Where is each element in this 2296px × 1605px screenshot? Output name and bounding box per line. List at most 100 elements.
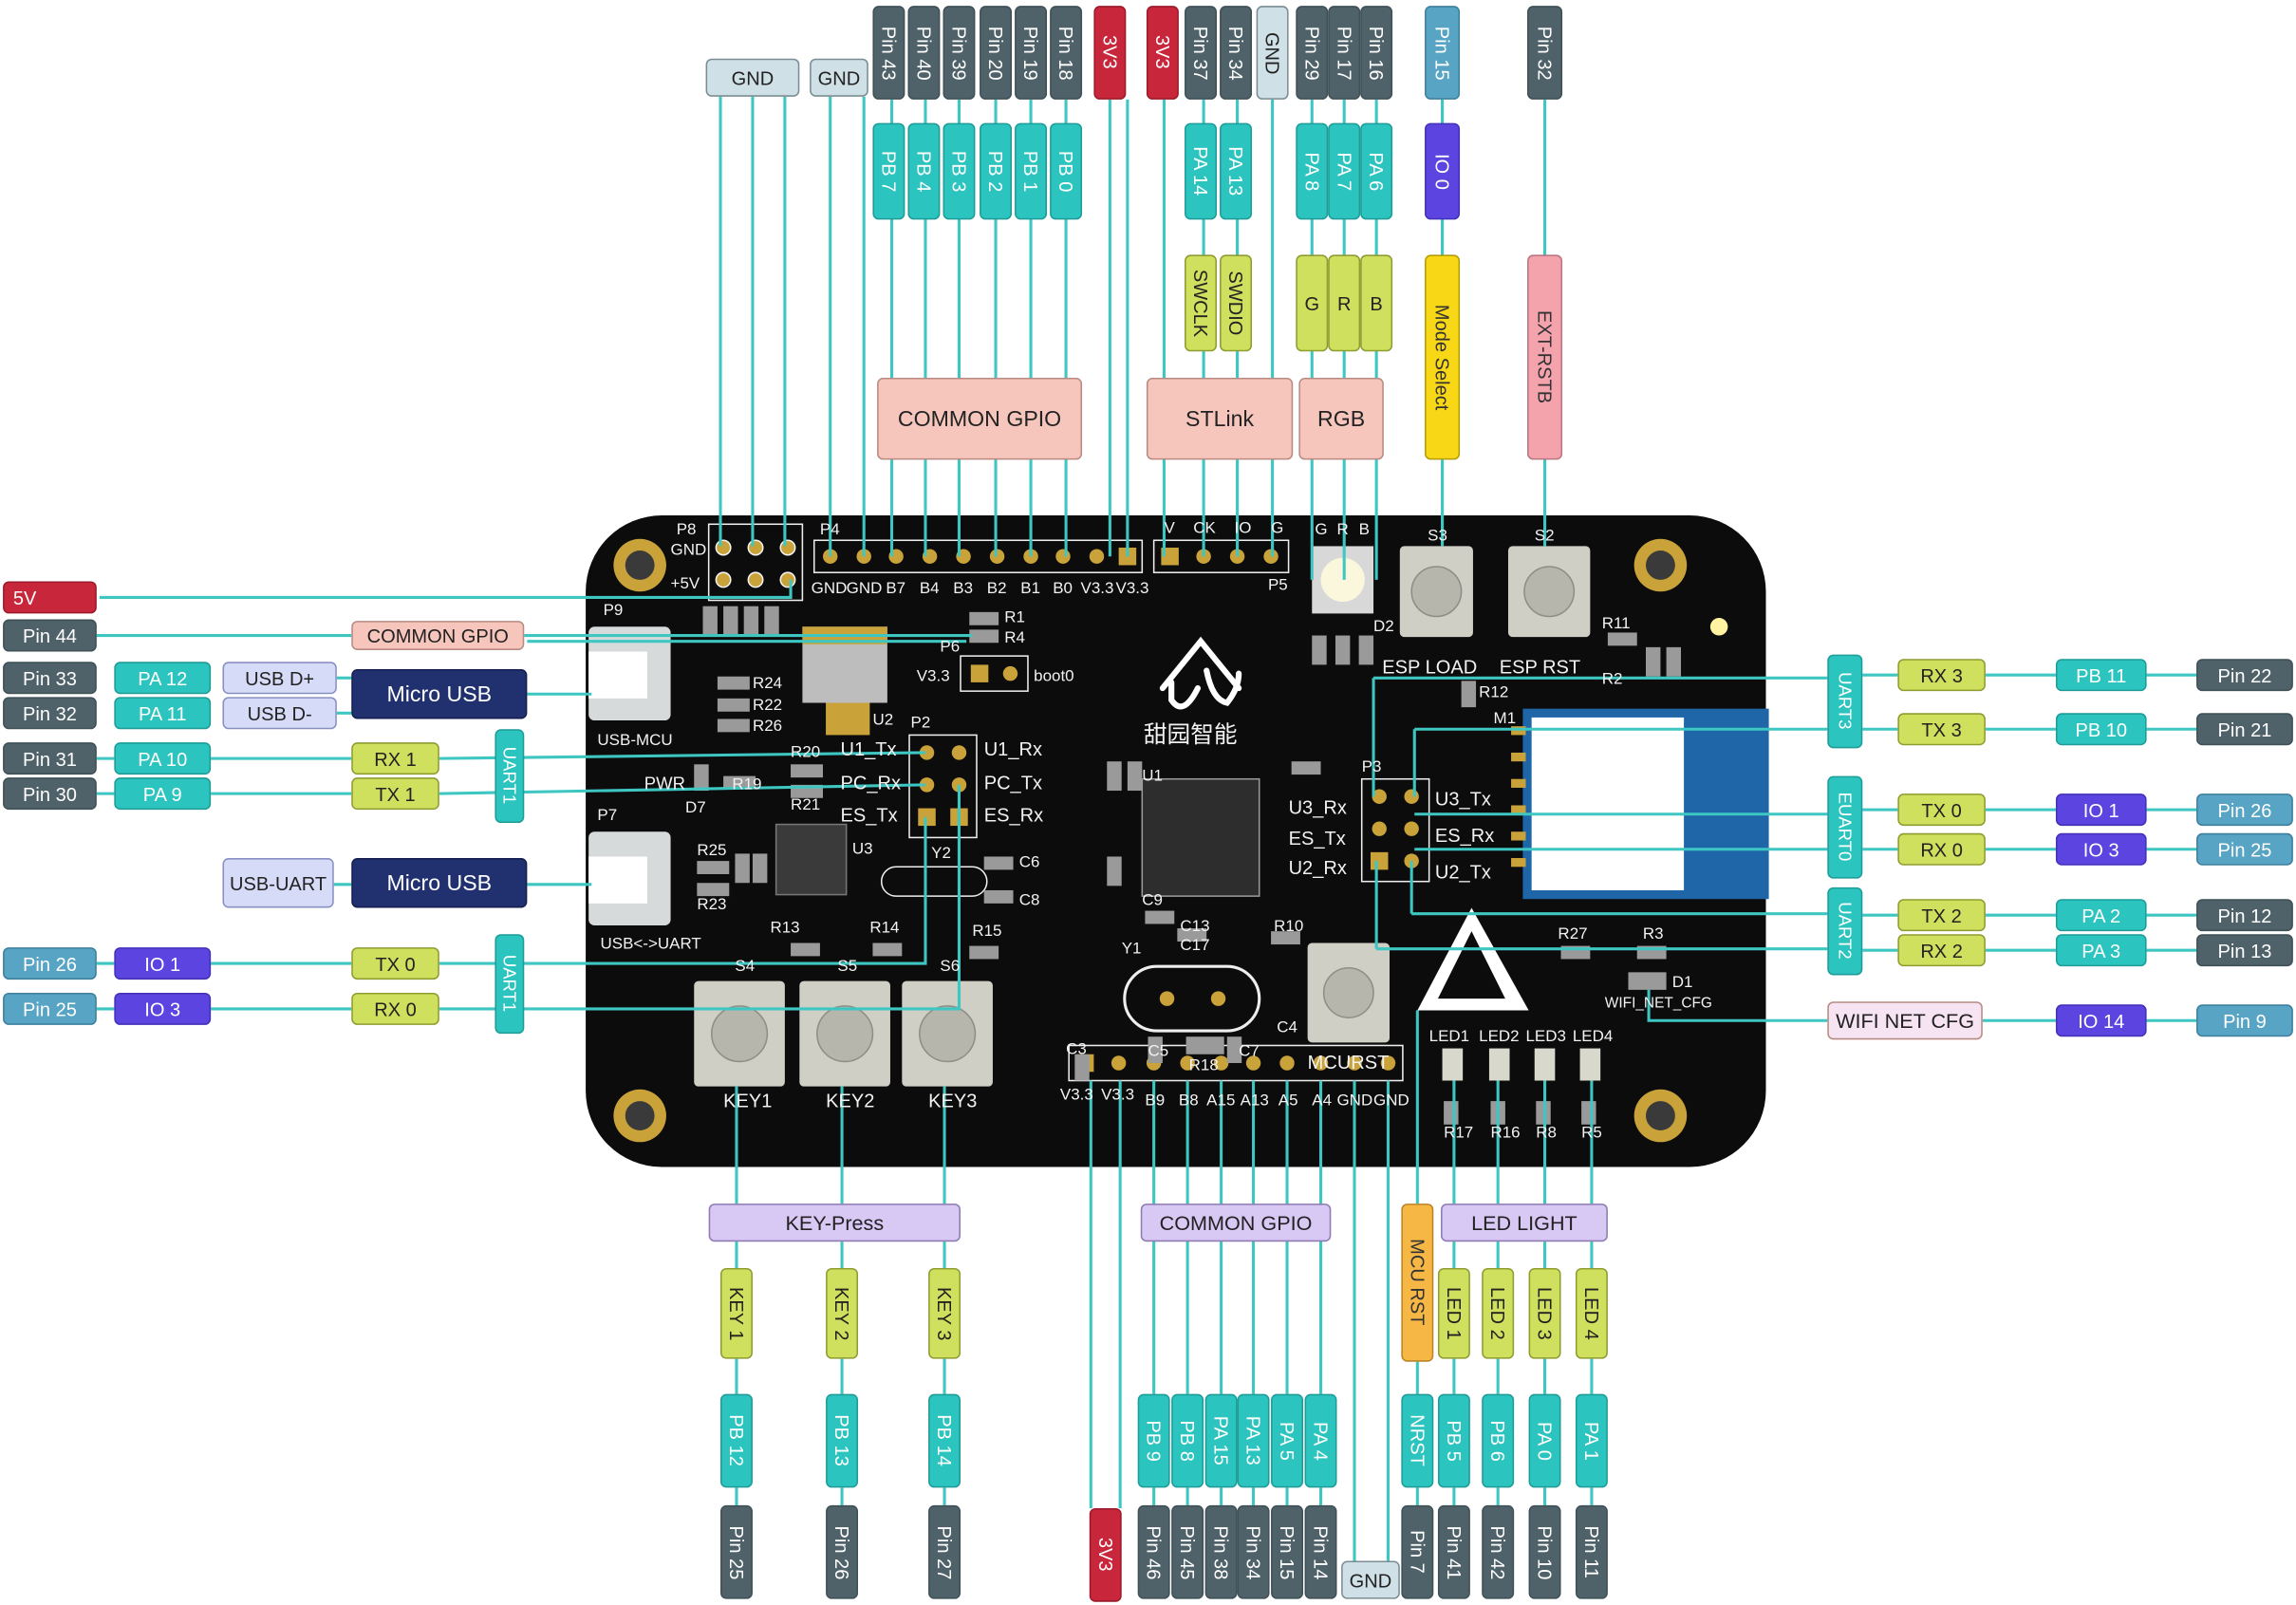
bottom-led: LED 3	[1528, 1267, 1561, 1359]
silk-pwr: PWR	[644, 773, 685, 794]
right-uart2-port: PA 3	[2055, 934, 2147, 967]
top-gpio-pin: Pin 40	[907, 6, 941, 100]
crystal-y1	[1123, 964, 1261, 1033]
top-stlink-func: SWDIO	[1220, 254, 1253, 352]
bottom-key-port: PB 13	[826, 1393, 859, 1488]
top-gpio-pin: Pin 18	[1050, 6, 1083, 100]
silk-bottom-pin: A4	[1312, 1092, 1333, 1110]
silk-r10: R10	[1274, 918, 1304, 936]
silk-mcurst: MCURST	[1307, 1051, 1390, 1073]
top-mode-func: Mode Select	[1425, 254, 1461, 460]
silk-key: KEY3	[928, 1089, 978, 1111]
right-euart0-io: IO 3	[2055, 832, 2147, 866]
left-uart1-port: PA 10	[114, 742, 212, 775]
board-brand: 甜园智能	[1143, 723, 1238, 749]
bottom-gpio-port: PB 8	[1171, 1393, 1204, 1488]
silk-rgb-pin: G	[1315, 521, 1328, 539]
bottom-nrst: NRST	[1401, 1393, 1434, 1488]
bottom-key-pin: Pin 27	[928, 1504, 961, 1599]
silk-c9: C9	[1142, 891, 1164, 910]
right-uart3-pin: Pin 22	[2196, 659, 2293, 692]
top-mode-io: IO 0	[1425, 122, 1461, 220]
bottom-led: LED 2	[1482, 1267, 1515, 1359]
bottom-led-port: PA 1	[1575, 1393, 1608, 1488]
top-rst-pin: Pin 32	[1527, 6, 1563, 100]
silk-p2-left: ES_Tx	[840, 803, 898, 827]
silk-p5: P5	[1267, 576, 1288, 595]
left-uart1-sig: TX 1	[351, 777, 439, 811]
top-gpio-port: PB 0	[1050, 122, 1083, 220]
silk-esp-rst: ESP RST	[1499, 656, 1581, 679]
bottom-led-pin: Pin 41	[1437, 1504, 1470, 1599]
right-wifi-net-cfg: WIFI NET CFG	[1827, 1001, 1983, 1040]
silk-p8-gnd: GND	[670, 541, 707, 560]
right-uart2-sig: RX 2	[1897, 934, 1986, 967]
right-euart0-tag: EUART0	[1827, 775, 1863, 879]
group-common-gpio-bottom: COMMON GPIO	[1140, 1204, 1332, 1242]
left-usb-uart: USB-UART	[222, 858, 334, 908]
silk-p8: P8	[676, 521, 697, 539]
silk-led-res: R5	[1581, 1124, 1602, 1143]
top-gpio-pin: Pin 43	[872, 6, 905, 100]
bottom-led-port: PA 0	[1528, 1393, 1561, 1488]
left-uart1-sig: RX 1	[351, 742, 439, 775]
silk-c8: C8	[1018, 891, 1040, 910]
silk-bottom-pin: B8	[1178, 1092, 1199, 1110]
bottom-gpio-pin: Pin 46	[1137, 1504, 1170, 1599]
silk-p4-pin: B2	[986, 579, 1007, 598]
bottom-gnd: GND	[1341, 1560, 1400, 1599]
group-rgb: RGB	[1298, 378, 1384, 460]
silk-r18: R18	[1188, 1056, 1219, 1075]
left-usb-port: PA 11	[114, 697, 212, 730]
bottom-key-port: PB 14	[928, 1393, 961, 1488]
top-mode-pin: Pin 15	[1425, 6, 1461, 100]
silk-key: KEY1	[723, 1089, 773, 1111]
bottom-gpio-pin: Pin 14	[1304, 1504, 1337, 1599]
bottom-key: KEY 3	[928, 1267, 961, 1359]
silk-p4-pin: B3	[953, 579, 974, 598]
silk-rgb-pin: B	[1358, 521, 1370, 539]
top-rgb-func: R	[1328, 254, 1361, 352]
usb-uart-chip-u3	[775, 823, 848, 896]
left-micro-usb-a: Micro USB	[351, 669, 528, 719]
silk-c17: C17	[1180, 937, 1210, 955]
silk-usb-uart: USB<->UART	[600, 935, 701, 954]
brand-logo	[1159, 636, 1242, 710]
top-rgb-pin: Pin 29	[1296, 6, 1329, 100]
silk-s2: S2	[1534, 527, 1555, 545]
top-stlink-func: SWCLK	[1185, 254, 1217, 352]
silk-bottom-pin: GND	[1336, 1092, 1373, 1110]
left-esp-pin: Pin 26	[3, 947, 97, 980]
bottom-gpio-port: PA 13	[1237, 1393, 1270, 1488]
bottom-led-pin: Pin 42	[1482, 1504, 1515, 1599]
silk-p2-left: U1_Tx	[840, 737, 897, 760]
top-rgb-pin: Pin 17	[1328, 6, 1361, 100]
silk-r12: R12	[1479, 683, 1509, 701]
silk-r11: R11	[1601, 614, 1631, 633]
left-usb-sig: USB D+	[222, 662, 337, 695]
silk-p3-left: ES_Tx	[1288, 827, 1346, 849]
left-pin44: Pin 44	[3, 619, 97, 652]
silk-y2: Y2	[931, 845, 951, 863]
top-gpio-pin: Pin 19	[1015, 6, 1048, 100]
silk-p3-left: U2_Rx	[1288, 856, 1347, 879]
silk-r1: R1	[1004, 608, 1025, 627]
silk-bottom-pin: B9	[1145, 1092, 1166, 1110]
silk-p6: P6	[940, 638, 961, 657]
top-rgb-port: PA 8	[1296, 122, 1329, 220]
group-common-gpio-top: COMMON GPIO	[877, 378, 1083, 460]
bottom-led: LED 1	[1437, 1267, 1470, 1359]
silk-bottom-pin: A5	[1278, 1092, 1298, 1110]
mcu-u1	[1141, 777, 1260, 897]
silk-bottom-pin: V3.3	[1101, 1086, 1135, 1105]
left-uart1-pin: Pin 31	[3, 742, 97, 775]
bottom-mcu-rst: MCU RST	[1401, 1204, 1434, 1362]
silk-d1: D1	[1671, 973, 1693, 992]
left-usb-pin: Pin 32	[3, 697, 97, 730]
silk-c5: C5	[1148, 1042, 1169, 1060]
top-rgb-func: B	[1360, 254, 1393, 352]
bottom-3v3: 3V3	[1089, 1507, 1122, 1602]
silk-p5-pin: CK	[1193, 519, 1216, 538]
silk-r4: R4	[1004, 629, 1025, 647]
right-uart3-port: PB 11	[2055, 659, 2147, 692]
